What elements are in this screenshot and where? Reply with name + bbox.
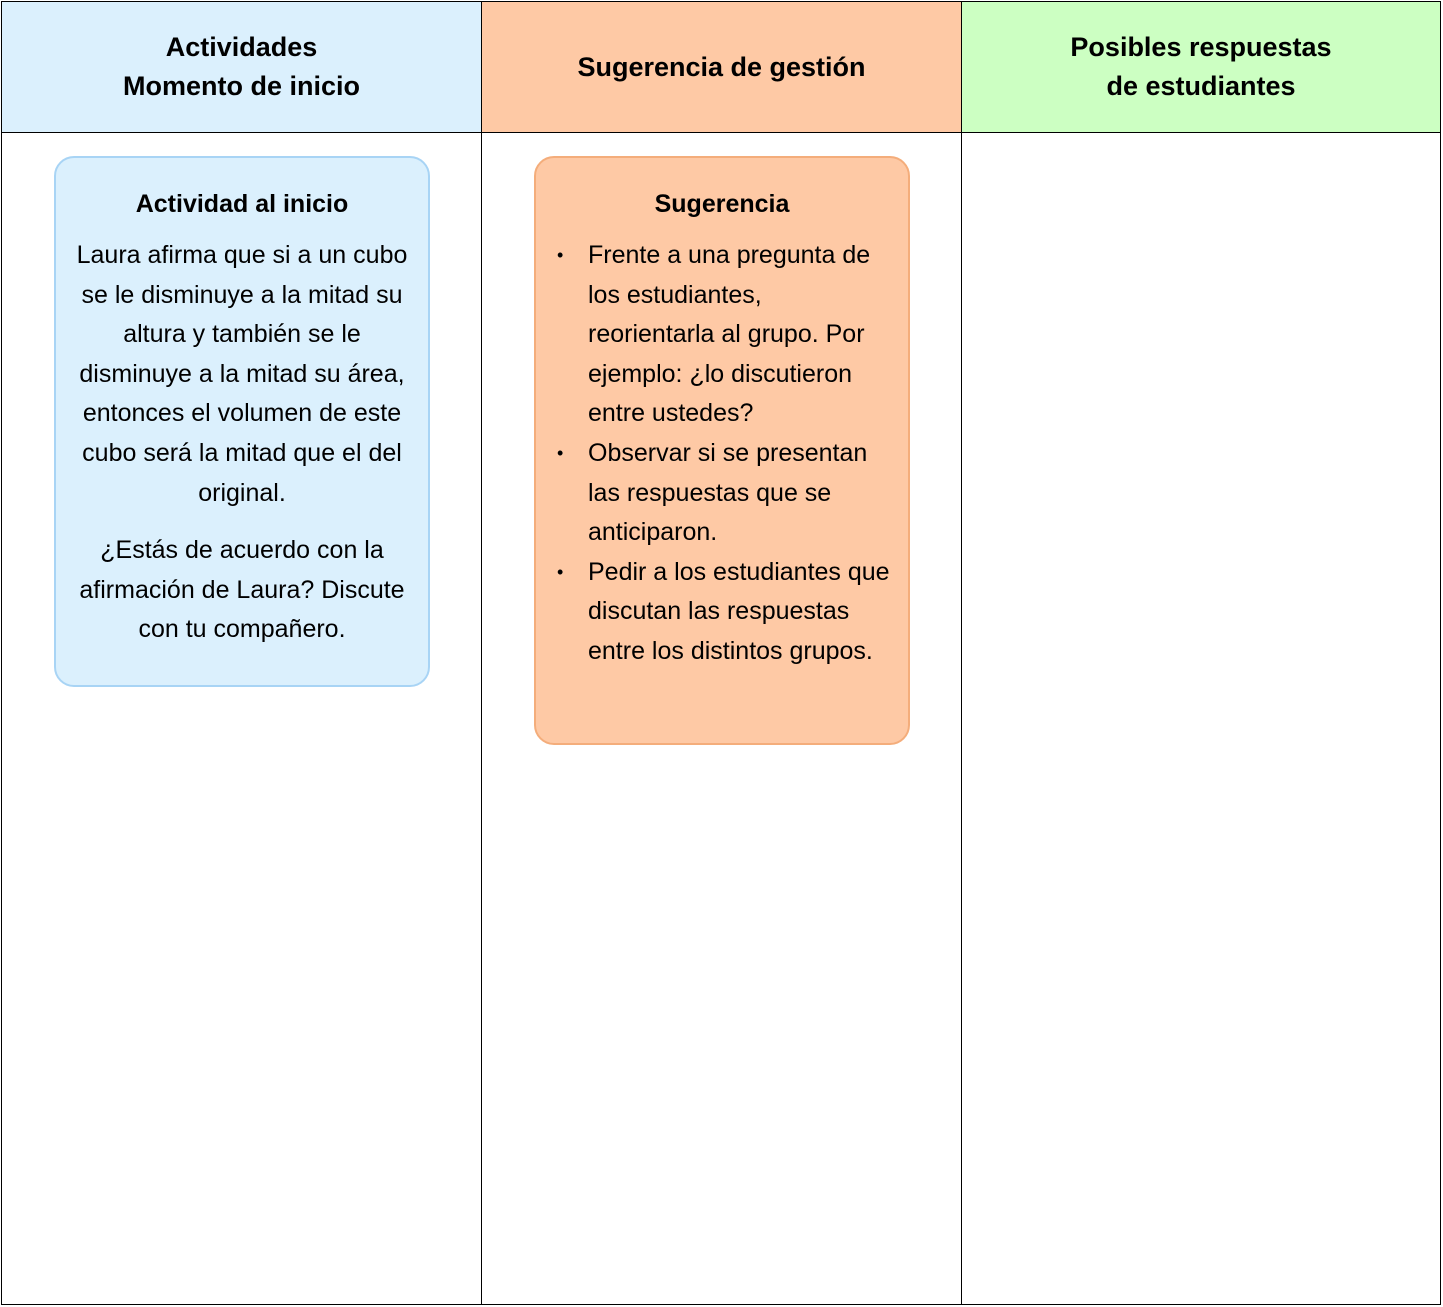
- activity-question: ¿Estás de acuerdo con la afirmación de L…: [79, 536, 405, 644]
- activity-statement: Laura afirma que si a un cubo se le dism…: [76, 241, 408, 507]
- bullet-icon: •: [557, 442, 564, 463]
- bullet-icon: •: [557, 245, 564, 265]
- header-responses-line-2: de estudiantes: [1106, 71, 1296, 101]
- header-suggestion-line-1: Sugerencia de gestión: [577, 51, 866, 82]
- header-activities: Actividades Momento de inicio: [2, 2, 481, 133]
- suggestion-item: • Pedir a los estudiantes que discutan l…: [550, 553, 894, 672]
- suggestion-item-text: Pedir a los estudiantes que discutan las…: [588, 557, 890, 665]
- suggestion-card-title: Sugerencia: [654, 190, 790, 218]
- column-suggestion: Sugerencia de gestión Sugerencia • Frent…: [482, 2, 962, 1304]
- activity-card: Actividad al inicio Laura afirma que si …: [54, 156, 430, 687]
- suggestion-item-text: Frente a una pregunta de los estudiantes…: [588, 241, 871, 428]
- header-student-responses: Posibles respuestas de estudiantes: [962, 2, 1440, 133]
- column-activities: Actividades Momento de inicio Actividad …: [2, 2, 482, 1304]
- suggestion-list: • Frente a una pregunta de los estudiant…: [550, 236, 894, 672]
- header-responses-line-1: Posibles respuestas: [1070, 32, 1332, 62]
- header-suggestion: Sugerencia de gestión: [482, 2, 961, 133]
- header-activities-line-2: Momento de inicio: [122, 71, 360, 101]
- suggestion-card: Sugerencia • Frente a una pregunta de lo…: [534, 156, 910, 745]
- suggestion-item: • Observar si se presentan las respuesta…: [550, 434, 894, 553]
- header-activities-line-1: Actividades: [165, 32, 318, 62]
- column-student-responses: Posibles respuestas de estudiantes: [962, 2, 1440, 1304]
- bullet-icon: •: [557, 561, 564, 582]
- suggestion-item: • Frente a una pregunta de los estudiant…: [550, 236, 894, 434]
- activity-card-title: Actividad al inicio: [135, 190, 349, 218]
- suggestion-item-text: Observar si se presentan las respuestas …: [588, 438, 868, 547]
